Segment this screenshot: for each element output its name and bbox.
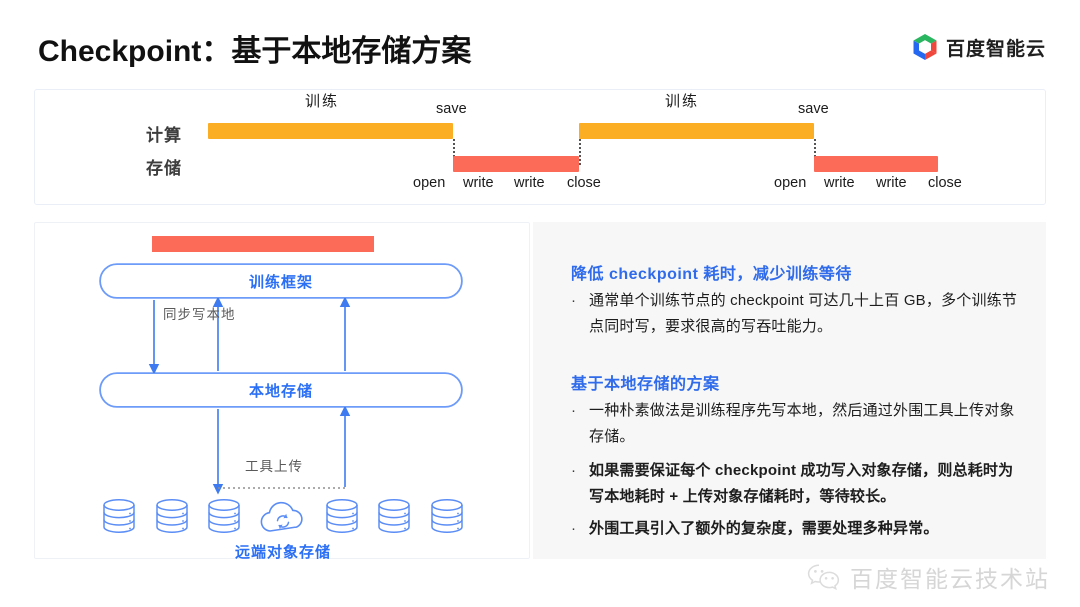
slide-header: Checkpoint：基于本地存储方案 百度智能云: [0, 0, 1080, 89]
storage-step-label-2-open: open: [774, 175, 807, 191]
database-icon: [155, 499, 188, 533]
cloud-sync-icon: [260, 501, 303, 532]
brand-logo: 百度智能云: [912, 33, 1046, 61]
timeline-row-label-storage: 存储: [146, 159, 182, 178]
page-title: Checkpoint：基于本地存储方案: [38, 35, 472, 68]
tick-save-2: [814, 139, 816, 165]
remote-storage-node-row: [99, 493, 467, 541]
storage-step-label-1-write-b: write: [514, 175, 545, 191]
compute-bar-1: [208, 123, 453, 139]
notes-bullet-1-1: · 通常单个训练节点的 checkpoint 可达几十上百 GB，多个训练节点同…: [571, 288, 1023, 340]
tick-save-1: [453, 139, 455, 165]
arrow-label-tool-upload: 工具上传: [241, 455, 307, 475]
storage-step-label-2-close: close: [928, 175, 962, 191]
bullet-marker-icon: ·: [571, 292, 576, 309]
tick-close-1: [579, 139, 581, 165]
database-icon: [103, 499, 135, 533]
diagram-box-local-storage[interactable]: 本地存储: [100, 373, 462, 407]
notes-bullet-2-3: · 外围工具引入了额外的复杂度，需要处理多种异常。: [571, 516, 1023, 542]
watermark: 百度智能云技术站: [807, 560, 1050, 594]
storage-step-label-1-close: close: [567, 175, 601, 191]
content-area: 训练框架 本地存储 同步写本地 工具上传: [34, 222, 1046, 561]
storage-bar-1: [453, 156, 579, 172]
notes-bullet-text: 通常单个训练节点的 checkpoint 可达几十上百 GB，多个训练节点同时写…: [589, 292, 1018, 335]
storage-step-label-1-open: open: [413, 175, 446, 191]
bullet-marker-icon: ·: [571, 520, 576, 537]
watermark-text: 百度智能云技术站: [850, 566, 1050, 592]
storage-bar-2: [814, 156, 938, 172]
timeline-row-label-compute: 计算: [146, 126, 182, 145]
storage-step-label-1-write-a: write: [463, 175, 494, 191]
timeline-training-label-2: 训练: [665, 93, 700, 110]
remote-object-storage-label: 远端对象存储: [234, 544, 331, 561]
timeline-save-label-1: save: [436, 101, 467, 117]
diagram-box-training-framework-label: 训练框架: [248, 273, 313, 291]
notes-heading-2: 基于本地存储的方案: [571, 376, 720, 393]
baidu-cloud-hexagon-logo-icon: [913, 34, 937, 60]
timeline-card: 计算 存储 训练 save open write write close 训练 …: [34, 89, 1046, 205]
notes-bullet-2-2: · 如果需要保证每个 checkpoint 成功写入对象存储，则总耗时为 写本地…: [571, 458, 1023, 510]
timeline-save-label-2: save: [798, 101, 829, 117]
compute-bar-2: [579, 123, 814, 139]
database-icon: [325, 499, 358, 533]
storage-step-label-2-write-a: write: [824, 175, 855, 191]
bullet-marker-icon: ·: [571, 402, 576, 419]
arrow-label-sync-write-local: 同步写本地: [163, 307, 236, 322]
notes-bullet-text: 如果需要保证每个 checkpoint 成功写入对象存储，则总耗时为 写本地耗时…: [589, 462, 1014, 505]
database-icon: [208, 499, 241, 533]
notes-bullet-2-1: · 一种朴素做法是训练程序先写本地，然后通过外围工具上传对象存储。: [571, 398, 1023, 450]
brand-name: 百度智能云: [945, 38, 1046, 60]
wechat-icon: [807, 563, 840, 590]
database-icon: [431, 499, 463, 533]
diagram-box-training-framework[interactable]: 训练框架: [100, 264, 462, 298]
notes-bullet-text: 一种朴素做法是训练程序先写本地，然后通过外围工具上传对象存储。: [589, 402, 1015, 445]
diagram-box-local-storage-label: 本地存储: [248, 382, 313, 400]
timeline-training-label-1: 训练: [305, 93, 340, 110]
notes-heading-1: 降低 checkpoint 耗时，减少训练等待: [571, 266, 852, 283]
notes-bullet-text: 外围工具引入了额外的复杂度，需要处理多种异常。: [589, 520, 939, 537]
notes-panel: 降低 checkpoint 耗时，减少训练等待 · 通常单个训练节点的 chec…: [533, 222, 1046, 559]
bullet-marker-icon: ·: [571, 462, 576, 479]
architecture-diagram-card: 训练框架 本地存储 同步写本地 工具上传: [34, 222, 530, 561]
storage-step-label-2-write-b: write: [876, 175, 907, 191]
database-icon: [378, 499, 411, 533]
